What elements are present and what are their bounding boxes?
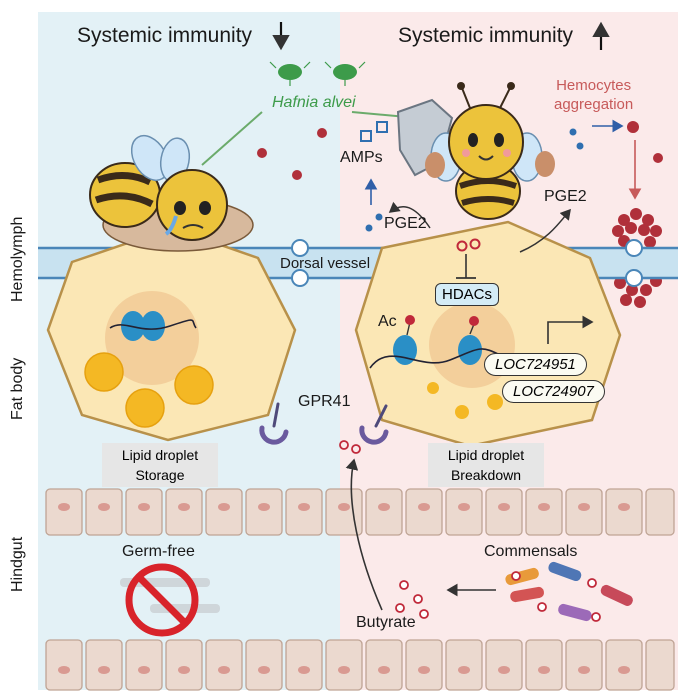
germ-free-label: Germ-free xyxy=(122,543,195,560)
left-title: Systemic immunity xyxy=(77,24,253,47)
bacterium-icon xyxy=(269,61,366,86)
dorsal-vessel-label: Dorsal vessel xyxy=(280,255,371,272)
ac-label: Ac xyxy=(378,313,397,330)
commensals-label: Commensals xyxy=(484,543,578,560)
hindgut-axis-label: Hindgut xyxy=(9,536,26,592)
no-entry-icon xyxy=(120,563,220,637)
lipid-droplets-left xyxy=(84,352,214,428)
commensal-bacteria xyxy=(505,561,633,622)
hemocytes-label: Hemocytes aggregation xyxy=(554,77,634,113)
amp-square xyxy=(360,130,372,142)
gut-nuclei-top xyxy=(58,503,630,511)
gene-box-1: LOC724951 xyxy=(484,353,587,376)
pge2-label-left: PGE2 xyxy=(384,215,427,232)
amps-label: AMPs xyxy=(340,149,383,166)
right-title: Systemic immunity xyxy=(398,24,574,47)
sick-bee-icon xyxy=(89,134,254,252)
pge2-label-right: PGE2 xyxy=(544,188,587,205)
lipid-breakdown-caption: Lipid droplet Breakdown xyxy=(428,443,544,487)
histone-icon xyxy=(369,315,501,369)
lipid-storage-caption: Lipid droplet Storage xyxy=(102,443,218,487)
gut-epithelium-top xyxy=(45,488,675,536)
hemolymph-axis-label: Hemolymph xyxy=(9,216,26,302)
gene-box-2: LOC724907 xyxy=(502,380,605,403)
hdacs-box: HDACs xyxy=(435,283,500,306)
hemolymph-dots xyxy=(257,121,663,180)
gpr41-label: GPR41 xyxy=(298,393,351,410)
lipid-droplets-right xyxy=(427,382,503,419)
happy-bee-icon xyxy=(396,82,555,220)
gut-epithelium-bottom xyxy=(45,639,675,691)
histone-icon xyxy=(109,311,197,341)
bacterium-label: Hafnia alvei xyxy=(272,94,356,111)
hemocyte-cluster xyxy=(612,208,662,308)
receptor-icon xyxy=(259,402,389,445)
butyrate-label: Butyrate xyxy=(356,614,416,631)
fat-body-axis-label: Fat body xyxy=(9,357,26,420)
amp-square xyxy=(376,121,388,133)
